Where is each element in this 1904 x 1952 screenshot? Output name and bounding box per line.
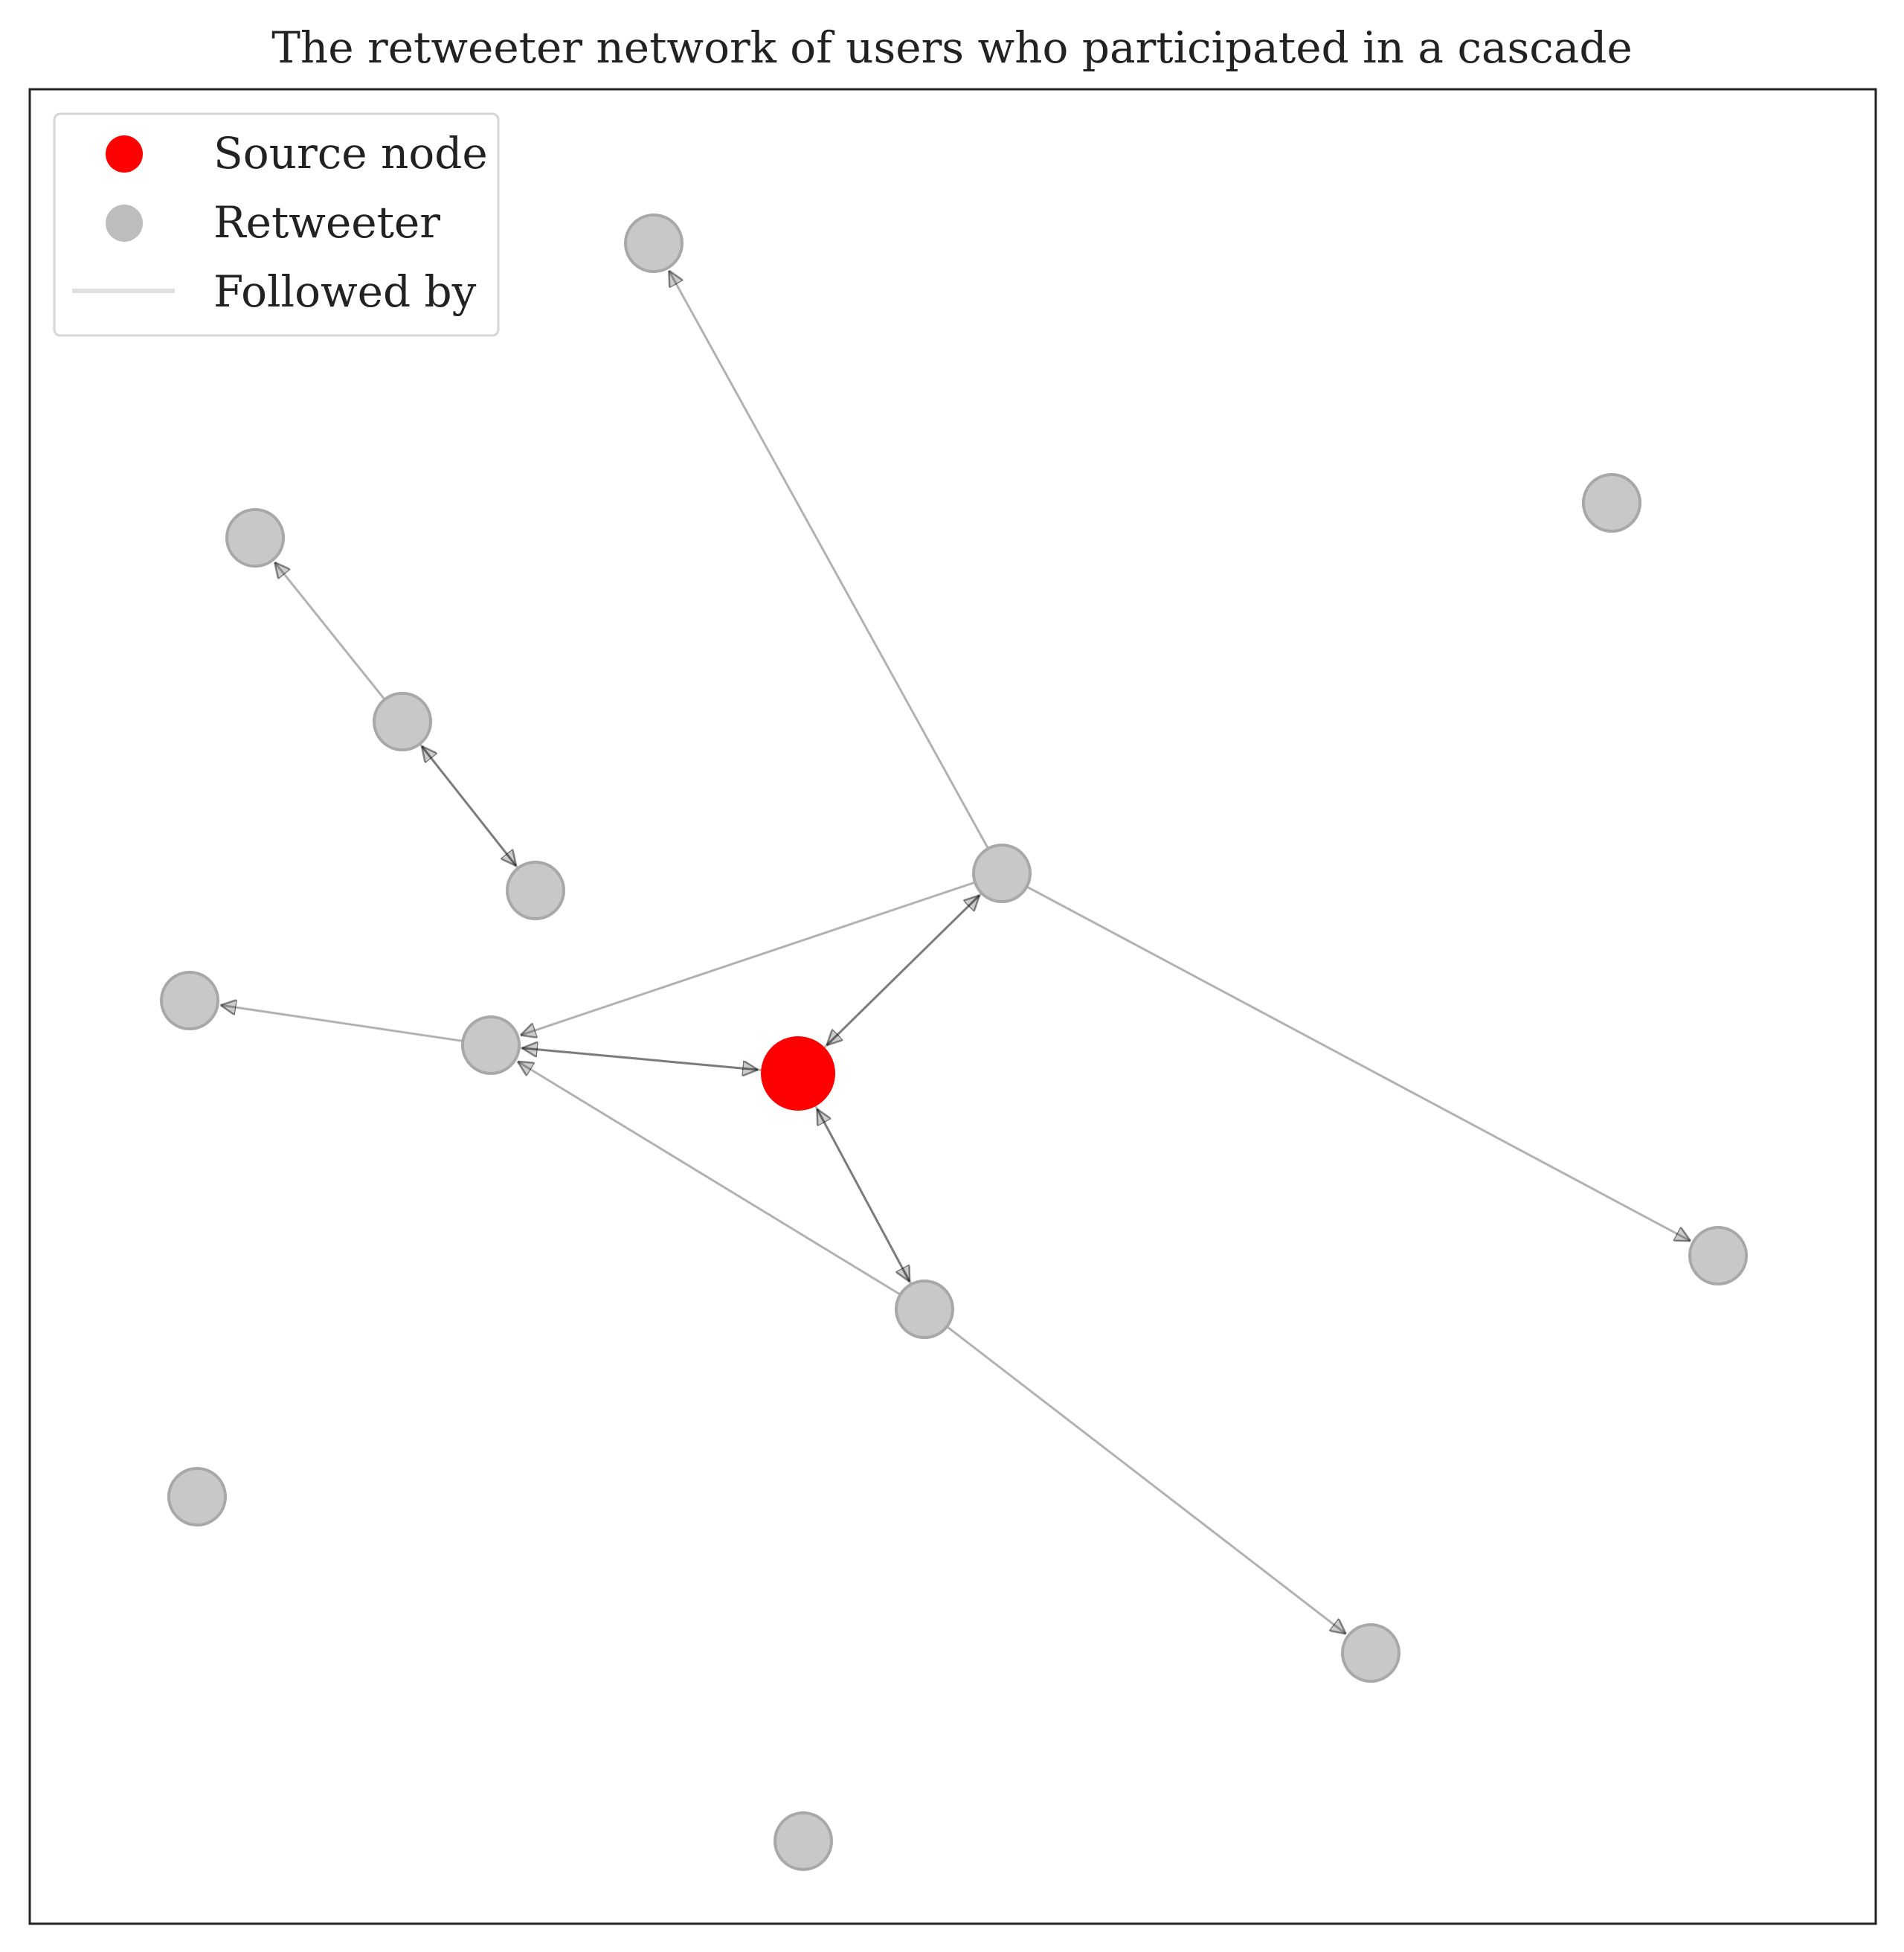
retweeter-node-L <box>167 1467 227 1526</box>
retweeter-node-D <box>373 692 432 751</box>
legend-box <box>53 112 500 337</box>
retweeter-node-E <box>506 861 565 920</box>
edge-A-to-I <box>669 271 989 850</box>
legend-retweeter-marker <box>106 205 143 242</box>
edge-S-to-H <box>522 1048 762 1071</box>
retweeter-node-K <box>1341 1623 1400 1683</box>
retweeter-node-I <box>624 214 684 273</box>
legend-source-label: Source node <box>213 128 488 179</box>
nodes-layer <box>160 214 1748 1871</box>
edge-E-to-D <box>422 746 519 870</box>
edges-layer <box>221 271 1691 1634</box>
retweeter-node-H <box>461 1015 521 1075</box>
edge-A-to-S <box>827 892 982 1046</box>
edge-S-to-A <box>823 895 980 1049</box>
edge-B-to-K <box>946 1325 1346 1634</box>
retweeter-node-J <box>1688 1226 1748 1285</box>
legend-edge-label: Followed by <box>213 266 477 317</box>
edge-H-to-G <box>221 1005 463 1042</box>
retweeter-node-C <box>225 508 285 568</box>
retweeter-node-B <box>895 1280 954 1339</box>
edge-A-to-J <box>1026 885 1691 1241</box>
edge-D-to-C <box>274 562 386 701</box>
legend-source-marker <box>106 135 143 173</box>
edge-H-to-S <box>518 1046 758 1070</box>
legend-retweeter-label: Retweeter <box>213 197 440 248</box>
retweeter-node-N <box>1582 473 1641 533</box>
edge-B-to-H <box>518 1062 901 1296</box>
edge-D-to-E <box>419 742 516 866</box>
diagram-title: The retweeter network of users who parti… <box>271 22 1633 73</box>
plot-frame <box>28 88 1877 1925</box>
retweeter-node-G <box>160 971 219 1030</box>
edge-B-to-S <box>817 1109 913 1285</box>
legend: Source node Retweeter Followed by <box>53 112 500 337</box>
source-node <box>761 1036 835 1111</box>
edge-A-to-H <box>521 881 976 1036</box>
edge-S-to-B <box>814 1105 910 1282</box>
retweeter-node-M <box>774 1811 833 1871</box>
retweeter-node-A <box>972 844 1032 903</box>
